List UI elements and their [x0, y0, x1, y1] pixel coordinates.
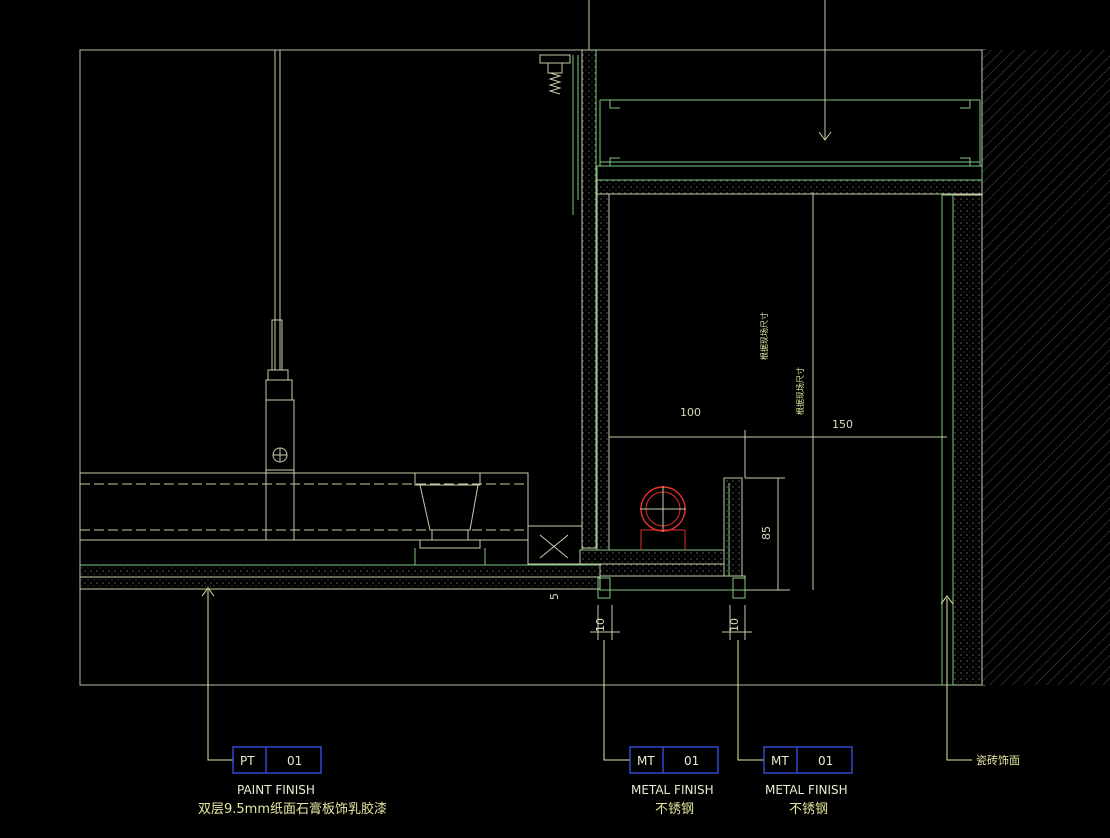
tag-mt-a-code: MT [637, 754, 655, 768]
tag-pt-code: PT [240, 754, 255, 768]
tag-pt-num: 01 [287, 754, 302, 768]
dim-100: 100 [680, 406, 701, 419]
vertical-board [581, 49, 597, 549]
dim-5: 5 [548, 593, 561, 600]
tag-mt-b-finish: METAL FINISH [765, 783, 848, 797]
vertical-note-1: 根据现场尺寸 [759, 312, 769, 360]
tag-mt-01-b: MT 01 METAL FINISH 不锈钢 [763, 746, 853, 817]
tag-pt-finish: PAINT FINISH [237, 783, 315, 797]
ceiling-board [79, 564, 601, 578]
tag-pt-01: PT 01 PAINT FINISH 双层9.5mm纸面石膏板饰乳胶漆 [198, 746, 387, 817]
tag-pt-desc: 双层9.5mm纸面石膏板饰乳胶漆 [198, 801, 387, 817]
tag-mt-b-code: MT [771, 754, 789, 768]
dim-150: 150 [832, 418, 853, 431]
tag-mt-a-num: 01 [684, 754, 699, 768]
concrete-wall [982, 50, 1110, 685]
tag-mt-b-num: 01 [818, 754, 833, 768]
dim-85: 85 [760, 526, 773, 540]
dim-10-a: 10 [594, 618, 607, 632]
vertical-note-2: 根据现场尺寸 [795, 367, 805, 415]
dim-10-b: 10 [728, 618, 741, 632]
tag-mt-a-finish: METAL FINISH [631, 783, 714, 797]
wall-note: 瓷砖饰面 [976, 753, 1020, 767]
tag-mt-01-a: MT 01 METAL FINISH 不锈钢 [629, 746, 719, 817]
tag-mt-a-desc: 不锈钢 [655, 802, 694, 817]
tag-mt-b-desc: 不锈钢 [789, 802, 828, 817]
tile-layer [952, 194, 983, 686]
drawing-frame [79, 49, 986, 686]
top-slab [596, 179, 983, 195]
